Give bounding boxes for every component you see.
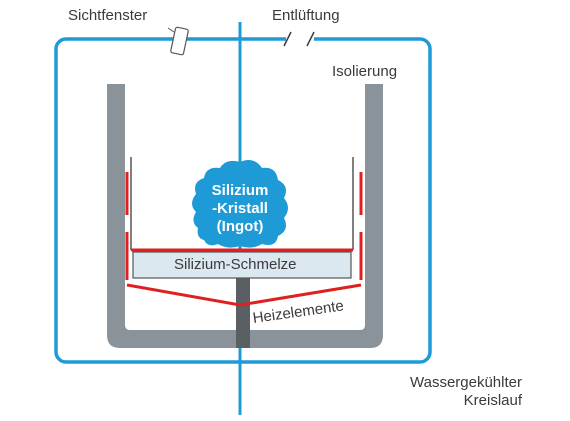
label-crystal-line3: (Ingot)	[216, 218, 264, 235]
label-vent: Entlüftung	[272, 7, 340, 24]
label-crystal-line1: Silizium	[211, 182, 269, 199]
label-crystal-line2: -Kristall	[212, 200, 268, 217]
sight-window	[170, 26, 189, 56]
label-cooling-line2: Kreislauf	[463, 392, 522, 409]
crystal-ingot	[192, 160, 288, 248]
label-melt: Silizium-Schmelze	[174, 256, 297, 273]
sight-window-pointer	[167, 27, 175, 33]
vent-gap	[286, 35, 314, 43]
label-crystal: Silizium -Kristall (Ingot)	[200, 182, 280, 236]
vent-mark-left	[283, 31, 292, 47]
label-cooling-line1: Wassergekühlter	[410, 374, 522, 391]
outer-vessel	[54, 37, 432, 364]
support-shaft	[236, 276, 250, 348]
melt-crucible	[132, 251, 352, 279]
label-cooling: Wassergekühlter Kreislauf	[372, 374, 522, 410]
vent-mark-right	[306, 31, 315, 47]
label-insulation: Isolierung	[332, 63, 398, 80]
label-sight-window: Sichtfenster	[68, 7, 148, 24]
heating-elements	[125, 172, 363, 307]
